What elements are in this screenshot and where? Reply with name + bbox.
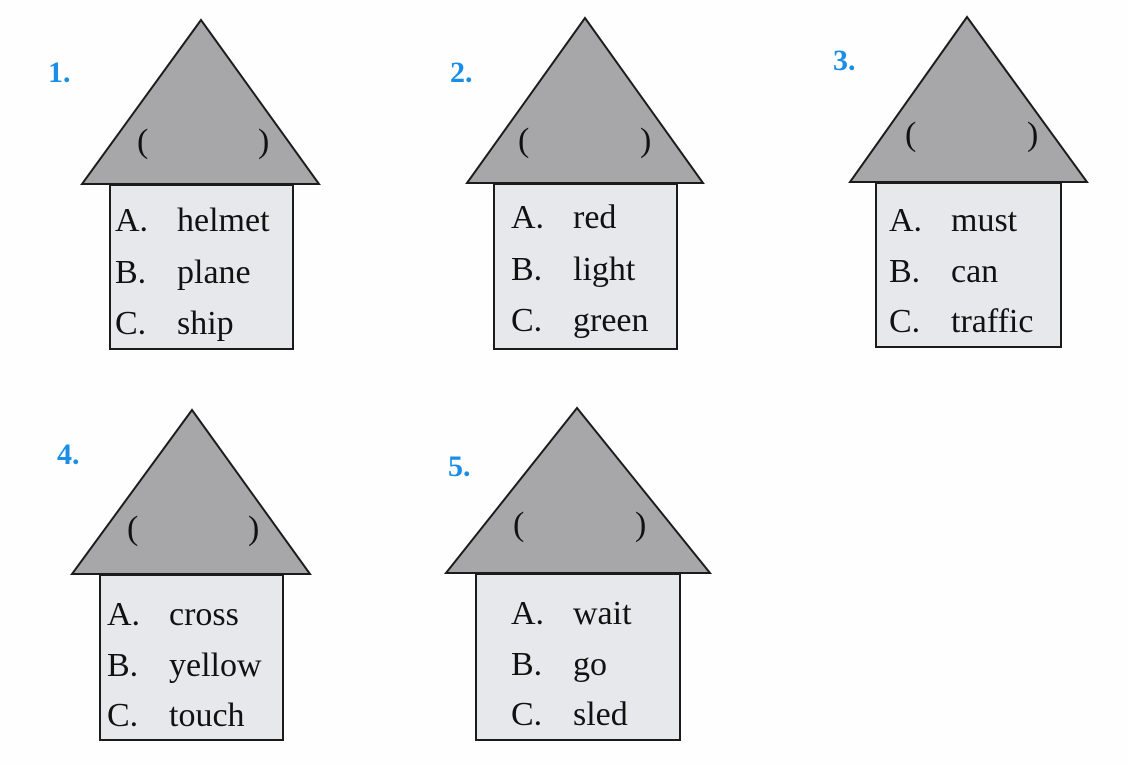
option-a[interactable]: A.must [889, 202, 1018, 239]
answer-blank-open: ( [518, 122, 530, 159]
option-c[interactable]: C.green [511, 302, 649, 339]
options-box: A.wait B.go C.sled [475, 573, 681, 741]
answer-blank-open: ( [127, 510, 139, 547]
options-box: A.red B.light C.green [493, 183, 678, 350]
option-a[interactable]: A.cross [107, 596, 239, 633]
option-a[interactable]: A.wait [511, 595, 632, 632]
option-b[interactable]: B.plane [115, 254, 251, 291]
answer-blank-open: ( [905, 116, 917, 153]
option-b[interactable]: B.can [889, 253, 999, 290]
answer-blank-close: ) [640, 122, 652, 159]
option-c[interactable]: C.touch [107, 697, 245, 734]
option-c[interactable]: C.traffic [889, 303, 1034, 340]
options-box: A.cross B.yellow C.touch [99, 574, 284, 741]
option-c[interactable]: C.sled [511, 696, 628, 733]
answer-blank-open: ( [513, 506, 525, 543]
exercise-number: 3. [833, 44, 856, 77]
answer-blank-close: ) [248, 510, 260, 547]
option-b[interactable]: B.go [511, 646, 607, 683]
exercise-number: 5. [448, 450, 471, 483]
exercise-number: 4. [57, 438, 80, 471]
option-c[interactable]: C.ship [115, 305, 234, 342]
answer-blank-close: ) [258, 123, 270, 160]
option-b[interactable]: B.yellow [107, 647, 262, 684]
option-a[interactable]: A.red [511, 199, 617, 236]
exercise-number: 1. [48, 56, 71, 89]
answer-blank-open: ( [137, 123, 149, 160]
options-box: A.helmet B.plane C.ship [109, 184, 294, 350]
answer-blank-close: ) [1027, 116, 1039, 153]
options-box: A.must B.can C.traffic [875, 182, 1062, 348]
exercise-number: 2. [450, 56, 473, 89]
option-b[interactable]: B.light [511, 251, 636, 288]
option-a[interactable]: A.helmet [115, 202, 270, 239]
answer-blank-close: ) [635, 506, 647, 543]
